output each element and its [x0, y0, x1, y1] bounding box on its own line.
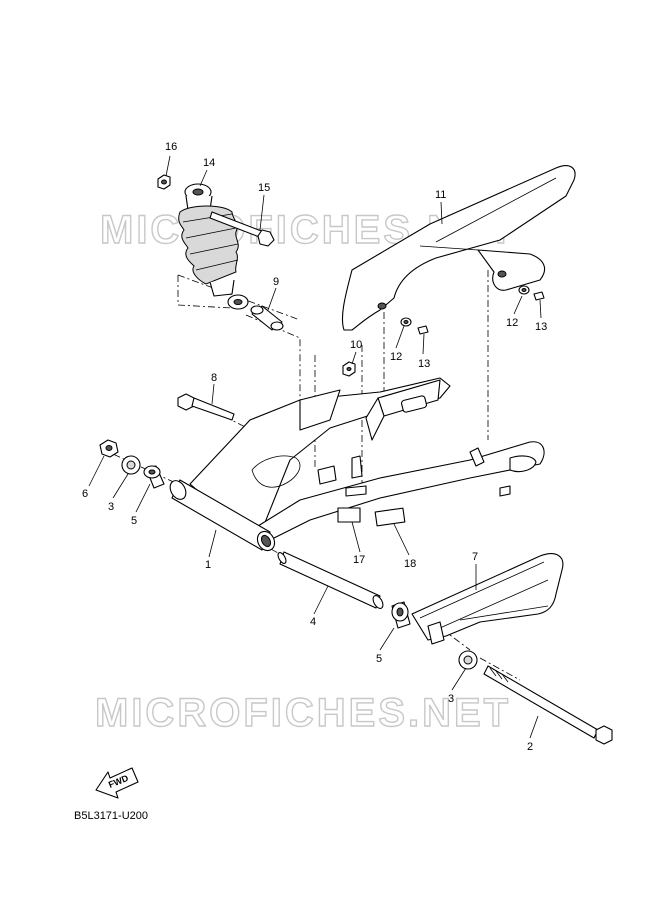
callout-4: 4: [310, 616, 316, 628]
callout-numbers: 16 14 15 11 9 10 8 6 3 5 1 4 5 17 18 7 1…: [82, 141, 547, 753]
callout-17: 17: [353, 554, 365, 566]
bushing-5-right: [391, 601, 411, 629]
bolt-8: [177, 393, 235, 421]
washer-3-left: [121, 455, 141, 475]
screw-13-lower: [417, 325, 429, 335]
callout-12-lower: 12: [390, 351, 402, 363]
chain-case-11: [341, 165, 576, 331]
rear-arm-1: [169, 377, 545, 552]
callout-13-upper: 13: [535, 321, 547, 333]
nut-16: [157, 174, 171, 190]
washer-3-right: [458, 650, 478, 670]
callout-7: 7: [472, 551, 478, 563]
callout-15: 15: [258, 182, 270, 194]
callout-3-right: 3: [448, 693, 454, 705]
callout-6: 6: [82, 488, 88, 500]
callout-14: 14: [203, 157, 215, 169]
bolt-15: [209, 211, 275, 247]
shaft-4: [277, 551, 384, 609]
collar-12-upper: [518, 285, 530, 295]
watermark-bottom: MICROFICHES.NET: [95, 691, 511, 735]
screw-13-upper: [533, 291, 545, 301]
rear-shock-absorber: [178, 183, 249, 310]
callout-3-left: 3: [108, 501, 114, 513]
callout-12-upper: 12: [506, 317, 518, 329]
nut-6: [99, 439, 119, 458]
callout-5-right: 5: [376, 653, 382, 665]
leader-lines: [88, 155, 542, 739]
callout-11: 11: [435, 189, 446, 201]
callout-5-left: 5: [131, 515, 137, 527]
bushing-5-left: [143, 465, 165, 489]
callout-9: 9: [273, 276, 279, 288]
callout-18: 18: [404, 558, 416, 570]
collar-9: [250, 305, 284, 331]
callout-2: 2: [527, 741, 533, 753]
callout-13-lower: 13: [418, 358, 430, 370]
callout-16: 16: [165, 141, 177, 153]
diagram-code: B5L3171-U200: [74, 810, 149, 822]
callout-10: 10: [350, 339, 362, 351]
collar-12-lower: [400, 317, 412, 327]
callout-8: 8: [211, 372, 217, 384]
fwd-arrow-icon: FWD: [95, 767, 139, 799]
bolt-2: [483, 665, 613, 745]
callout-1: 1: [205, 559, 211, 571]
nut-10: [342, 361, 356, 377]
chain-guard-7: [411, 553, 564, 645]
